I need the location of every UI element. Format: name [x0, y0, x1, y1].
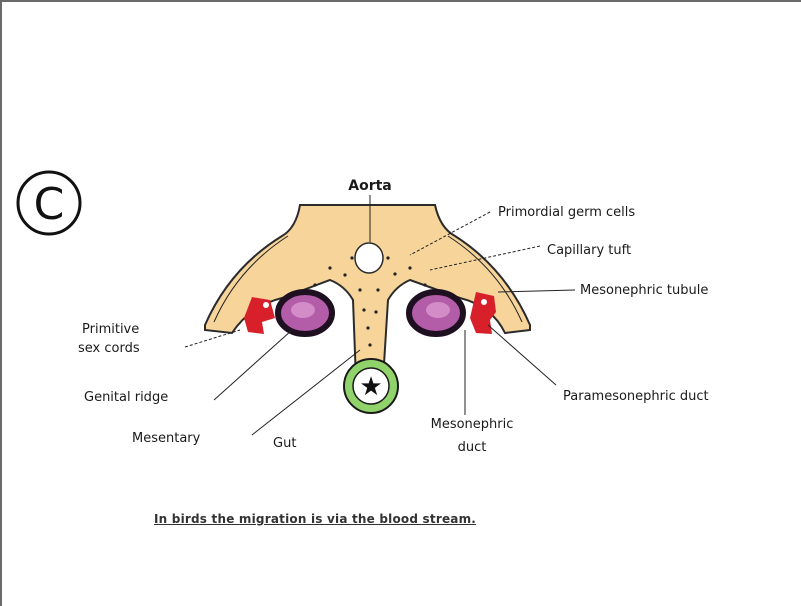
label-aorta: Aorta	[348, 178, 392, 194]
body-wall	[205, 205, 530, 380]
right-gonad	[409, 292, 463, 334]
label-mesonephric-duct-line2: duct	[458, 440, 487, 455]
genital-ridge-leader	[214, 330, 292, 400]
label-primitive-sex-cords-line2: sex cords	[78, 341, 140, 356]
right-tubule-lumen	[481, 299, 487, 305]
left-gonad	[278, 292, 332, 334]
paramesonephric-duct-leader	[488, 325, 556, 385]
aorta-vessel	[355, 243, 383, 273]
label-capillary-tuft: Capillary tuft	[547, 243, 631, 258]
panel-letter-badge: C	[18, 172, 80, 234]
gut-lumen-star: ★	[359, 372, 382, 402]
label-mesonephric-tubule: Mesonephric tubule	[580, 283, 708, 298]
gut: ★	[344, 359, 398, 413]
label-primitive-sex-cords-line1: Primitive	[82, 322, 139, 337]
left-tubule-lumen	[263, 302, 269, 308]
label-gut: Gut	[273, 436, 296, 451]
label-genital-ridge: Genital ridge	[84, 390, 168, 405]
panel-letter: C	[34, 179, 65, 230]
label-paramesonephric-duct: Paramesonephric duct	[563, 389, 709, 404]
slide-caption: In birds the migration is via the blood …	[154, 512, 654, 526]
label-mesonephric-duct-line1: Mesonephric	[431, 417, 514, 432]
label-primordial-germ-cells: Primordial germ cells	[498, 205, 635, 220]
label-mesentary: Mesentary	[132, 431, 201, 446]
